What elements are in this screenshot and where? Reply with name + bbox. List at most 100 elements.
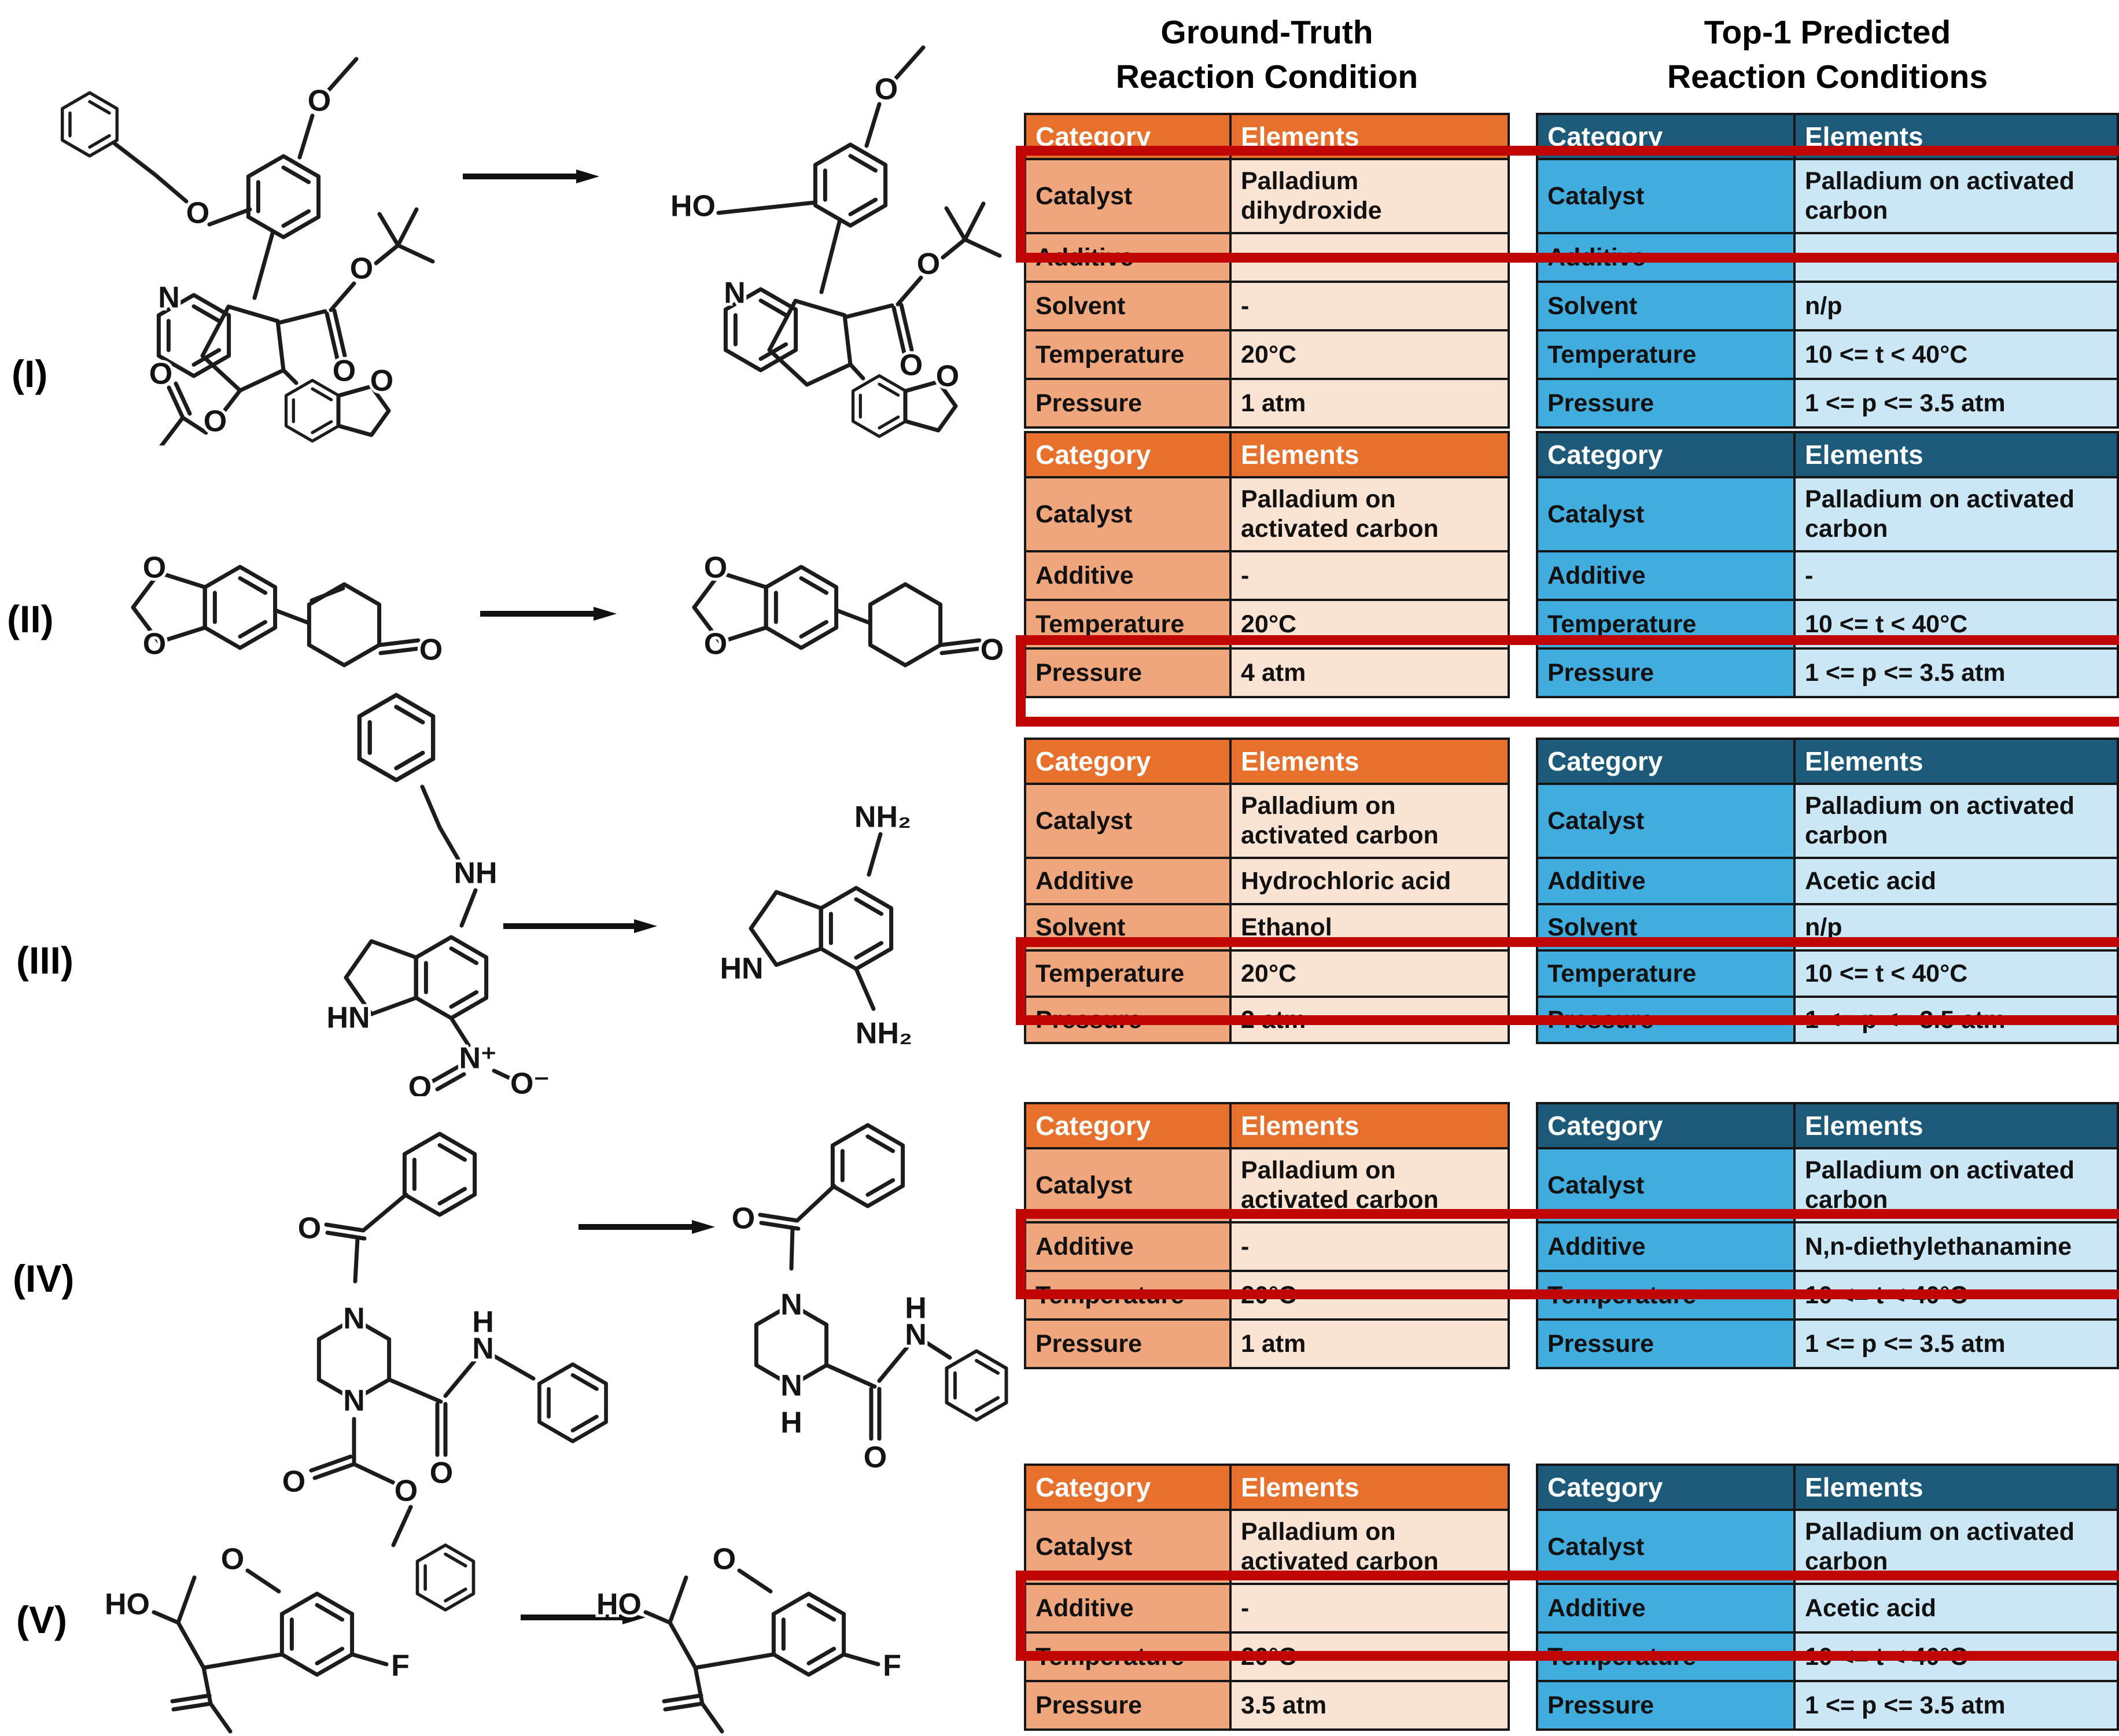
elements-cell: 10 <= t < 40°C <box>1793 1631 2119 1682</box>
atom-label: O <box>143 628 166 661</box>
category-cell: Catalyst <box>1536 476 1796 552</box>
category-cell: Additive <box>1536 857 1796 905</box>
category-cell: Additive <box>1536 1221 1796 1272</box>
atom-label: N <box>343 1384 365 1418</box>
reaction-arrow-IV <box>578 1220 715 1234</box>
category-cell: Pressure <box>1536 378 1796 429</box>
category-cell: Pressure <box>1024 1680 1232 1731</box>
elements-cell: Palladium on activated carbon <box>1793 1147 2119 1223</box>
atom-label: O <box>408 1071 432 1096</box>
category-cell: Temperature <box>1024 599 1232 650</box>
elements-cell: Palladium on activated carbon <box>1229 783 1510 859</box>
column-header: Elements <box>1793 738 2119 785</box>
ground-truth-title-line1: Ground-Truth <box>1160 14 1373 51</box>
column-header: Category <box>1024 1464 1232 1511</box>
category-cell: Catalyst <box>1024 476 1232 552</box>
elements-cell: 10 <= t < 40°C <box>1793 1270 2119 1321</box>
category-cell: Additive <box>1536 1583 1796 1634</box>
column-header: Elements <box>1229 1464 1510 1511</box>
category-cell: Pressure <box>1024 378 1232 429</box>
elements-cell: Palladium on activated carbon <box>1793 1509 2119 1585</box>
atom-label: N <box>343 1302 365 1336</box>
elements-cell: - <box>1229 281 1510 331</box>
elements-cell: 4 atm <box>1229 647 1510 698</box>
atom-label: N <box>158 281 180 315</box>
elements-cell: 1 <= p <= 3.5 atm <box>1793 1680 2119 1731</box>
category-cell: Pressure <box>1536 1680 1796 1731</box>
elements-cell: Hydrochloric acid <box>1229 857 1510 905</box>
category-cell: Temperature <box>1024 1270 1232 1321</box>
elements-cell: n/p <box>1793 903 2119 952</box>
atom-label: O <box>308 84 331 118</box>
category-cell: Pressure <box>1536 996 1796 1044</box>
elements-cell: Palladium on activated carbon <box>1229 1509 1510 1585</box>
column-header: Category <box>1536 431 1796 478</box>
atom-label: O <box>713 1543 736 1576</box>
elements-cell: 10 <= t < 40°C <box>1793 949 2119 998</box>
elements-cell: - <box>1229 1583 1510 1634</box>
category-cell: Additive <box>1024 232 1232 283</box>
category-cell: Temperature <box>1024 1631 1232 1682</box>
elements-cell: 20°C <box>1229 329 1510 380</box>
reaction-label-IV: (IV) <box>13 1257 75 1300</box>
atom-label: H <box>780 1406 802 1440</box>
column-header: Category <box>1024 1102 1232 1149</box>
category-cell: Temperature <box>1536 1631 1796 1682</box>
category-cell: Temperature <box>1536 1270 1796 1321</box>
column-header: Elements <box>1793 431 2119 478</box>
atom-label: O <box>186 197 209 230</box>
elements-cell: Palladium on activated carbon <box>1793 476 2119 552</box>
category-cell: Additive <box>1536 232 1796 283</box>
column-header: Category <box>1536 738 1796 785</box>
category-cell: Additive <box>1024 1221 1232 1272</box>
ring-bonds <box>152 1568 389 1734</box>
ring-bonds <box>756 1125 1006 1441</box>
category-cell: Pressure <box>1024 1318 1232 1369</box>
ground-truth-title: Ground-Truth Reaction Condition <box>1001 10 1533 99</box>
column-header: Elements <box>1229 113 1510 160</box>
column-header: Elements <box>1793 1102 2119 1149</box>
category-cell: Pressure <box>1024 647 1232 698</box>
ring-bonds <box>344 695 516 1092</box>
category-cell: Solvent <box>1536 903 1796 952</box>
elements-cell: 1 <= p <= 3.5 atm <box>1793 647 2119 698</box>
ring-bonds <box>131 567 422 665</box>
column-header: Category <box>1024 431 1232 478</box>
atom-label: O <box>864 1441 887 1475</box>
atom-label: O <box>149 357 172 391</box>
atom-label: O <box>333 355 356 388</box>
category-cell: Additive <box>1024 550 1232 601</box>
elements-cell: Palladium dihydroxide <box>1229 158 1510 234</box>
elements-cell: 1 <= p <= 3.5 atm <box>1793 996 2119 1044</box>
category-cell: Catalyst <box>1024 1147 1232 1223</box>
elements-cell: 1 <= p <= 3.5 atm <box>1793 378 2119 429</box>
category-cell: Temperature <box>1536 329 1796 380</box>
column-header: Elements <box>1793 1464 2119 1511</box>
atom-label: HO <box>105 1588 150 1621</box>
column-header: Category <box>1024 113 1232 160</box>
column-header: Category <box>1536 113 1796 160</box>
reaction-arrow-I <box>463 169 599 183</box>
elements-cell: 20°C <box>1229 1631 1510 1682</box>
elements-cell: 20°C <box>1229 1270 1510 1321</box>
category-cell: Pressure <box>1536 647 1796 698</box>
predicted-title-line2: Reaction Conditions <box>1667 58 1988 95</box>
